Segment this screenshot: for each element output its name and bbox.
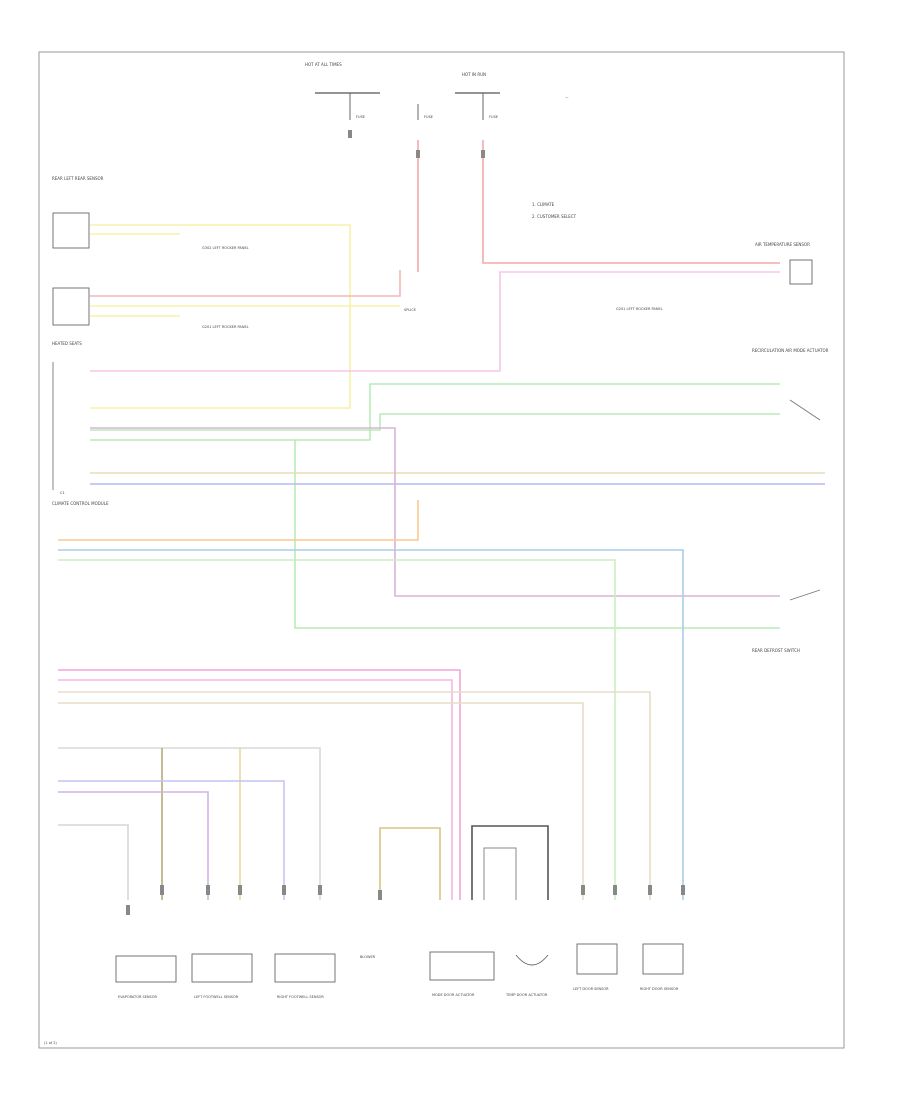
wire-pink-1 <box>90 271 780 372</box>
bottom-label-0: EVAPORATOR SENSOR <box>118 995 158 999</box>
component-label-air-temp: AIR TEMPERATURE SENSOR <box>755 242 810 247</box>
right-components: AIR TEMPERATURE SENSOR RECIRCULATION AIR… <box>752 242 829 653</box>
component-label-rear-left: REAR LEFT REAR SENSOR <box>52 176 104 181</box>
ground-label-2: G201 LEFT ROCKER PANEL <box>202 325 249 329</box>
bottom-components: EVAPORATOR SENSOR LEFT FOOTWELL SENSOR R… <box>115 943 684 999</box>
right-door-sensor-block <box>642 943 684 975</box>
bottom-label-6: LEFT DOOR SENSOR <box>573 987 609 991</box>
legend-item-2: 2. CUSTOMER SELECT <box>532 214 577 219</box>
connector-mark <box>378 890 382 900</box>
wire-red-1 <box>90 270 401 297</box>
wire-blue-2 <box>58 780 285 900</box>
component-label-climate-module: CLIMATE CONTROL MODULE <box>52 501 109 506</box>
fuse-label-3: FUSE <box>489 115 498 119</box>
wire-pink-2 <box>58 669 461 900</box>
fuse-note: — <box>565 95 569 99</box>
connector-mark <box>681 885 685 895</box>
page-mark: (1 of 2) <box>44 1041 57 1045</box>
mode-door-symbol <box>515 954 549 966</box>
switch-contact <box>789 399 821 421</box>
wire-orange-1 <box>58 500 419 541</box>
connector-mark <box>581 885 585 895</box>
connector-mark <box>648 885 652 895</box>
connector-mark <box>126 905 130 915</box>
bottom-label-1: LEFT FOOTWELL SENSOR <box>194 995 239 999</box>
wire-green-3 <box>294 440 780 629</box>
wires <box>58 140 825 900</box>
wire-red-3 <box>482 140 780 264</box>
wire-green-1 <box>90 383 780 441</box>
wire-pink-3 <box>58 679 453 900</box>
component-label-rear-defrost: REAR DEFROST SWITCH <box>752 648 800 653</box>
component-label-recirc: RECIRCULATION AIR MODE ACTUATOR <box>752 348 829 353</box>
wire-violet-2 <box>58 791 209 900</box>
wire-violet-1 <box>90 427 780 597</box>
module-connector-id: C1 <box>60 491 65 495</box>
legend-item-1: 1. CLIMATE <box>532 202 555 207</box>
left-door-sensor-block <box>576 943 618 975</box>
wire-black-loop-1 <box>471 825 549 900</box>
bottom-label-4: MODE DOOR ACTUATOR <box>432 993 475 997</box>
bottom-label-3: BLOWER <box>360 955 376 959</box>
ground-label-1: G302 LEFT ROCKER PANEL <box>202 246 249 250</box>
bottom-label-7: RIGHT DOOR SENSOR <box>640 987 679 991</box>
diagram-frame <box>38 51 845 1049</box>
right-footwell-sensor-block <box>274 953 336 983</box>
evaporator-sensor-block <box>115 955 177 983</box>
bottom-label-5: TEMP DOOR ACTUATOR <box>505 993 548 997</box>
fuse-block-top: HOT AT ALL TIMES HOT IN RUN FUSE FUSE FU… <box>305 62 569 120</box>
component-label-heated-seats: HEATED SEATS <box>52 341 82 346</box>
right-rear-sensor-block <box>52 287 90 326</box>
wire-gray-loop <box>483 847 517 900</box>
fuse-label-1: FUSE <box>356 115 365 119</box>
wire-green-2 <box>90 413 780 431</box>
splice-label: SPLICE <box>404 308 416 312</box>
switch-contact <box>789 589 821 601</box>
wire-gray-1 <box>58 747 321 900</box>
ground-label-3: G201 LEFT ROCKER PANEL <box>616 307 663 311</box>
connector-mark <box>481 150 485 158</box>
connector-mark <box>318 885 322 895</box>
connector-mark <box>348 130 352 138</box>
rear-left-sensor-block <box>52 212 90 249</box>
wire-teal-1 <box>58 549 684 900</box>
connector-mark <box>282 885 286 895</box>
wire-yellow-1 <box>90 224 351 409</box>
wire-green-4 <box>58 559 616 900</box>
left-footwell-sensor-block <box>191 953 253 983</box>
connector-mark <box>238 885 242 895</box>
feed-label-left: HOT AT ALL TIMES <box>305 62 342 67</box>
air-temp-sensor-block <box>789 259 813 285</box>
wire-tan-3 <box>58 702 584 900</box>
connector-marks <box>126 130 685 915</box>
connector-mark <box>613 885 617 895</box>
feed-label-right: HOT IN RUN <box>462 72 486 77</box>
left-components: REAR LEFT REAR SENSOR HEATED SEATS CLIMA… <box>52 176 109 506</box>
connector-mark <box>160 885 164 895</box>
wire-yellow-loop <box>379 827 441 900</box>
bottom-label-2: RIGHT FOOTWELL SENSOR <box>277 995 324 999</box>
fuse-label-2: FUSE <box>424 115 433 119</box>
connector-mark <box>206 885 210 895</box>
blower-block <box>429 951 495 981</box>
wire-tan-2 <box>58 691 651 900</box>
wire-gray-2 <box>58 824 129 900</box>
connector-mark <box>416 150 420 158</box>
